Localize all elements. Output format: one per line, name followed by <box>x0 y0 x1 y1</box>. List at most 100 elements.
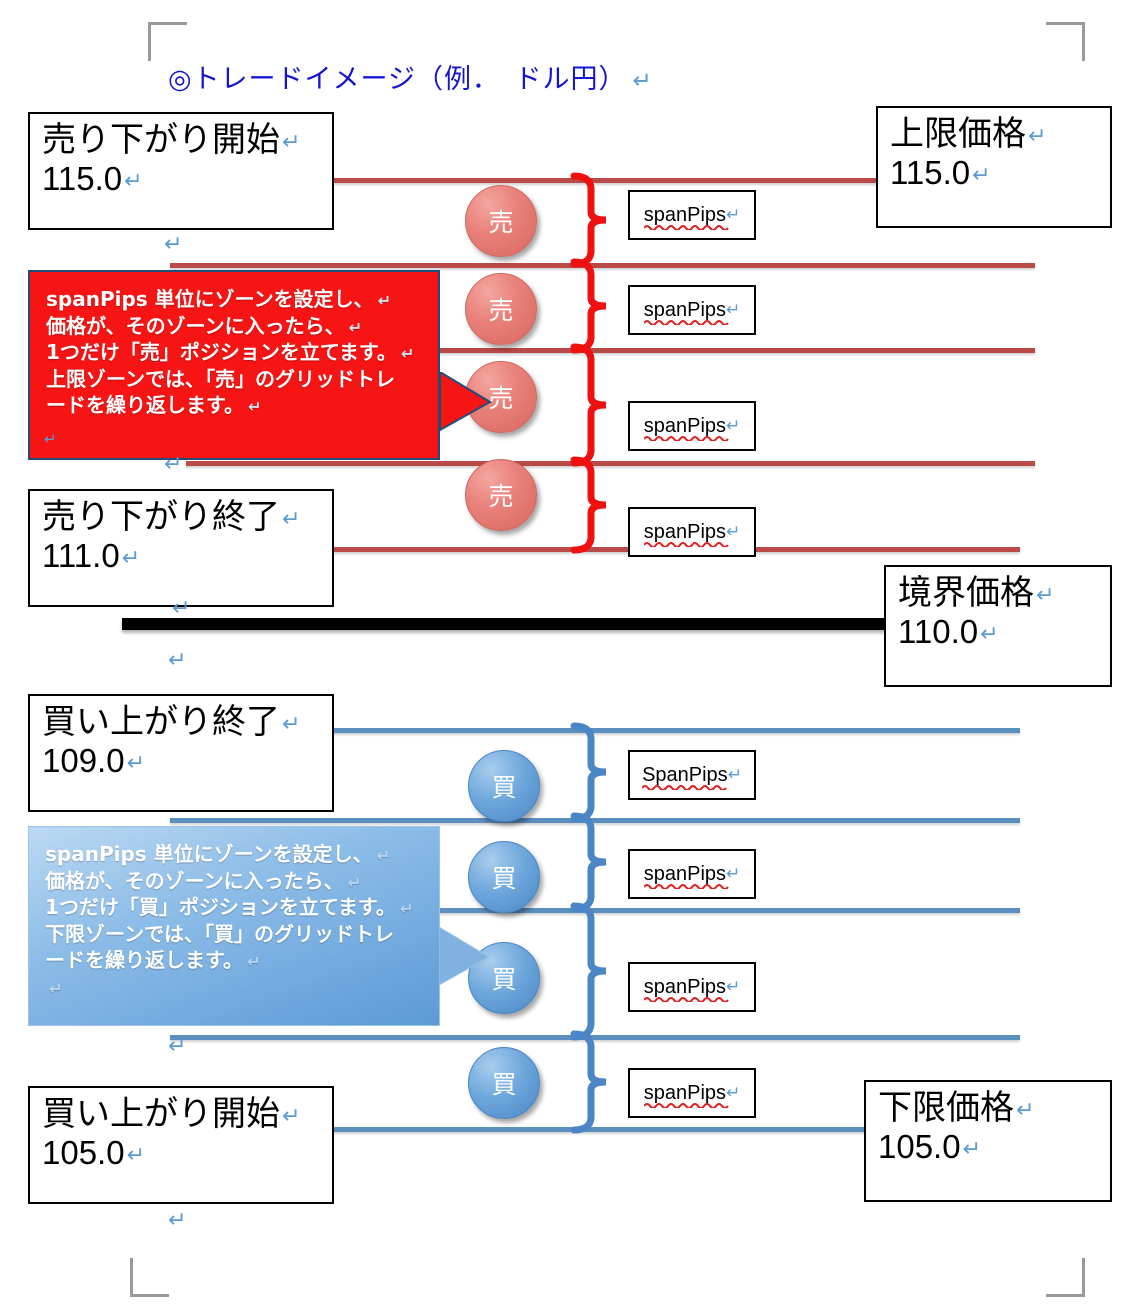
spell-error-underline-icon <box>643 435 732 441</box>
price-box-buy-start: 買い上がり開始↵ 105.0↵ <box>28 1086 334 1204</box>
price-box-label-text: 買い上がり開始 <box>42 1094 280 1134</box>
price-box-value-text: 110.0 <box>898 613 979 651</box>
buy-price-line-1 <box>332 728 1020 733</box>
spell-error-underline-icon <box>643 319 732 325</box>
callout-line: 下限ゾーンでは、「買」のグリッドトレ <box>45 921 425 948</box>
return-mark-icon: ↵ <box>282 507 301 532</box>
price-box-value-text: 105.0 <box>878 1128 961 1166</box>
price-box-value: 109.0↵ <box>42 742 322 781</box>
callout-line-text: 価格が、そのゾーンに入ったら、 <box>45 868 344 893</box>
span-pips-tag-buy-4: spanPips↵ <box>628 1068 756 1118</box>
return-mark-icon: ↵ <box>282 130 301 155</box>
spell-error-underline-icon <box>643 224 732 230</box>
return-mark-icon: ↵ <box>126 1142 146 1168</box>
callout-line: ードを繰り返します。↵ <box>45 947 425 974</box>
price-box-label-text: 買い上がり終了 <box>42 702 280 742</box>
price-box-label: 下限価格↵ <box>878 1088 1100 1128</box>
price-box-upper-limit: 上限価格↵ 115.0↵ <box>876 106 1112 228</box>
sell-position-marker-1: 売 <box>465 185 537 257</box>
callout-end-mark: ↵ <box>45 974 425 1001</box>
price-box-value-text: 111.0 <box>42 537 120 575</box>
return-mark-icon: ↵ <box>962 1136 982 1162</box>
sell-zone-brace-2 <box>568 258 628 354</box>
return-mark-icon: ↵ <box>400 344 415 364</box>
price-box-value: 110.0↵ <box>898 613 1100 652</box>
buy-position-marker-1: 買 <box>468 750 540 822</box>
page-title-text: ◎トレードイメージ（例． ドル円） <box>168 64 627 95</box>
spell-error-underline-icon <box>643 996 732 1002</box>
buy-position-label: 買 <box>491 773 517 802</box>
spell-error-underline-icon <box>643 541 732 547</box>
price-box-lower-limit: 下限価格↵ 105.0↵ <box>864 1080 1112 1202</box>
price-box-value-text: 109.0 <box>42 742 125 780</box>
return-mark-icon: ↵ <box>348 317 363 337</box>
price-box-label-text: 売り下がり終了 <box>42 497 280 537</box>
buy-zone-brace-1 <box>568 722 628 823</box>
callout-line-text: spanPips 単位にゾーンを設定し、 <box>45 842 373 866</box>
price-box-label: 売り下がり開始↵ <box>42 120 322 160</box>
span-pips-text: spanPips <box>643 520 727 543</box>
price-box-buy-end: 買い上がり終了↵ 109.0↵ <box>28 694 334 812</box>
callout-line: 上限ゾーンでは、「売」のグリッドトレ <box>46 366 424 393</box>
span-pips-text: SpanPips <box>642 763 728 786</box>
paragraph-mark-icon: ↵ <box>164 232 183 257</box>
return-mark-icon: ↵ <box>124 168 143 194</box>
callout-line-text: 下限ゾーンでは、「買」のグリッドトレ <box>45 921 394 946</box>
callout-line-text: 1つだけ「買」ポジションを立てます。 <box>45 895 396 920</box>
span-pips-text: spanPips <box>643 414 727 437</box>
return-mark-icon: ↵ <box>377 291 392 310</box>
crop-mark-top-right <box>1046 22 1085 61</box>
return-mark-icon: ↵ <box>248 397 262 417</box>
buy-price-line-2 <box>170 818 1020 823</box>
paragraph-mark-icon: ↵ <box>44 430 57 448</box>
buy-position-label: 買 <box>491 1070 517 1099</box>
span-pips-text: spanPips <box>643 862 727 885</box>
span-pips-tag-buy-2: spanPips↵ <box>628 849 756 899</box>
spell-error-underline-icon <box>643 883 732 889</box>
sell-position-marker-2: 売 <box>465 273 537 345</box>
buy-strategy-callout: spanPips 単位にゾーンを設定し、↵ 価格が、そのゾーンに入ったら、↵ 1… <box>28 826 490 1026</box>
span-pips-text: spanPips <box>643 298 727 321</box>
callout-line-text: 上限ゾーンでは、「売」のグリッドトレ <box>46 366 395 391</box>
return-mark-icon: ↵ <box>972 162 991 188</box>
buy-zone-brace-2 <box>568 812 628 913</box>
return-mark-icon: ↵ <box>282 1104 301 1129</box>
price-box-label-text: 下限価格 <box>878 1088 1014 1128</box>
price-box-label: 境界価格↵ <box>898 573 1100 613</box>
paragraph-mark-icon: ↵ <box>168 1208 187 1233</box>
sell-position-label: 売 <box>488 208 514 237</box>
sell-position-marker-4: 売 <box>465 459 537 531</box>
price-box-label: 上限価格↵ <box>890 114 1100 154</box>
span-pips-text: spanPips <box>643 1081 727 1104</box>
sell-zone-brace-3 <box>568 343 628 467</box>
sell-position-label: 売 <box>488 384 514 413</box>
return-mark-icon: ↵ <box>282 712 301 737</box>
price-box-value: 105.0↵ <box>878 1128 1100 1167</box>
spell-error-underline-icon <box>643 1102 732 1108</box>
return-mark-icon: ↵ <box>347 872 362 892</box>
price-box-value-text: 115.0 <box>42 160 123 198</box>
buy-position-label: 買 <box>491 864 517 893</box>
crop-mark-top-left <box>148 22 187 61</box>
sell-price-line-1 <box>332 178 1020 183</box>
crop-mark-bottom-left <box>130 1258 169 1297</box>
boundary-price-line <box>122 618 892 630</box>
return-mark-icon: ↵ <box>126 750 146 776</box>
callout-line-text: spanPips 単位にゾーンを設定し、 <box>46 287 374 311</box>
span-pips-text: spanPips <box>643 203 727 226</box>
return-mark-icon: ↵ <box>632 68 653 94</box>
return-mark-icon: ↵ <box>726 299 741 319</box>
paragraph-mark-icon: ↵ <box>168 648 187 673</box>
callout-tail-icon <box>439 370 496 449</box>
return-mark-icon: ↵ <box>727 764 742 784</box>
callout-line: ードを繰り返します。↵ <box>46 392 424 419</box>
price-box-sell-end: 売り下がり終了↵ 111.0↵ <box>28 489 334 607</box>
return-mark-icon: ↵ <box>1036 583 1055 608</box>
sell-price-line-5 <box>170 547 1020 552</box>
return-mark-icon: ↵ <box>726 415 741 435</box>
price-box-label-text: 売り下がり開始 <box>42 120 280 160</box>
return-mark-icon: ↵ <box>399 899 414 919</box>
price-box-label: 買い上がり終了↵ <box>42 702 322 742</box>
buy-position-label: 買 <box>491 965 517 994</box>
buy-position-marker-4: 買 <box>468 1047 540 1119</box>
